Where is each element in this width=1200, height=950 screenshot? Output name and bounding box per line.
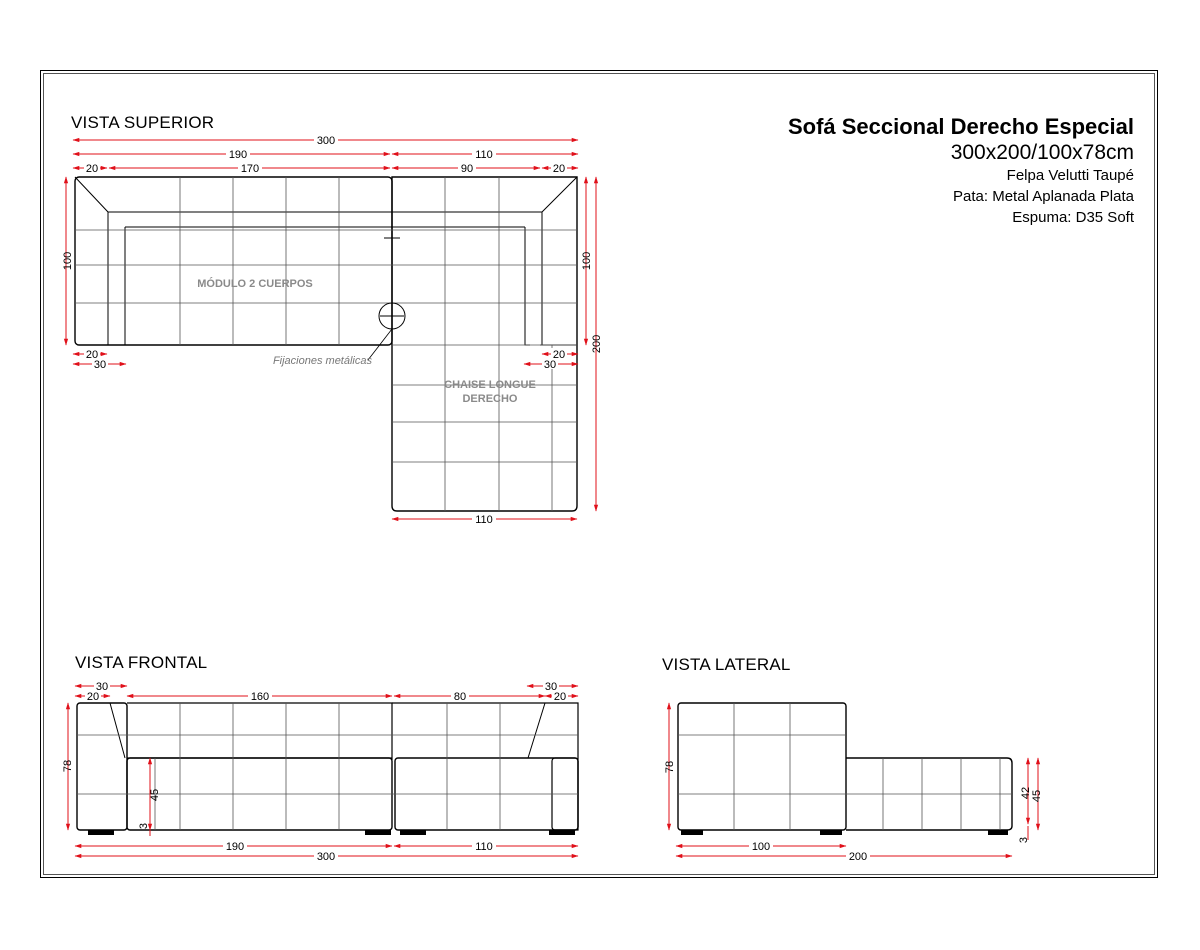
- chaise-outline: [391, 176, 578, 512]
- chaise-label-1: CHAISE LONGUE: [444, 379, 536, 391]
- dim-top-depth-left: 100: [62, 252, 74, 270]
- dim-top-total-depth: 200: [591, 335, 603, 353]
- dim-top-arm-left: 20: [86, 163, 98, 175]
- dim-side-45: 45: [1031, 790, 1043, 802]
- view-title-top: VISTA SUPERIOR: [71, 113, 215, 132]
- front-legs: [88, 830, 575, 835]
- dim-top-chaise-bottom: 110: [475, 514, 493, 526]
- dim-top-300: 300: [317, 135, 335, 147]
- title-block: Sofá Seccional Derecho Especial 300x200/…: [788, 113, 1134, 228]
- front-dimension-text: 30 20 160 80 30 20 78 45 3 190 110 300: [62, 680, 568, 863]
- top-dimension-text: 300 190 110 20 170 90 20 100 100 200 20 …: [62, 134, 603, 526]
- dim-front-300: 300: [317, 851, 335, 863]
- dim-front-right-20: 20: [554, 691, 566, 703]
- dim-top-190: 190: [229, 149, 247, 161]
- sheet-inner-border: [43, 73, 1155, 875]
- dim-top-bottom-back-left: 30: [94, 359, 106, 371]
- sheet-border: [40, 70, 1158, 878]
- dim-top-arm-right: 20: [553, 163, 565, 175]
- module-label: MÓDULO 2 CUERPOS: [197, 277, 313, 290]
- dim-front-seat-height: 45: [149, 789, 161, 801]
- dim-front-160: 160: [251, 691, 269, 703]
- dim-top-170: 170: [241, 163, 259, 175]
- dim-side-42: 42: [1020, 787, 1032, 799]
- dim-front-80: 80: [454, 691, 466, 703]
- dim-side-200: 200: [849, 851, 867, 863]
- dim-front-left-20: 20: [87, 691, 99, 703]
- dim-top-depth-right: 100: [581, 252, 593, 270]
- side-view: [677, 702, 1013, 835]
- side-legs: [681, 830, 1008, 835]
- dim-side-height: 78: [664, 761, 676, 773]
- view-title-side: VISTA LATERAL: [662, 655, 791, 674]
- dim-top-90: 90: [461, 163, 473, 175]
- dim-front-110: 110: [475, 841, 493, 853]
- view-title-front: VISTA FRONTAL: [75, 653, 208, 672]
- legs-spec: Pata: Metal Aplanada Plata: [953, 188, 1134, 205]
- top-view: [74, 176, 578, 512]
- side-dimension-lines: [666, 702, 1041, 859]
- module-outline: [74, 176, 393, 346]
- fixings-note: Fijaciones metálicas: [273, 355, 373, 367]
- dim-side-leg: 3: [1018, 837, 1030, 843]
- side-dimension-text: 78 42 45 3 100 200: [664, 761, 1043, 863]
- dim-top-bottom-back-right: 30: [544, 359, 556, 371]
- top-grid: [75, 177, 577, 511]
- fabric-spec: Felpa Velutti Taupé: [1006, 167, 1134, 184]
- product-name: Sofá Seccional Derecho Especial: [787, 114, 1134, 139]
- dim-side-100: 100: [752, 841, 770, 853]
- dim-top-110: 110: [475, 149, 493, 161]
- dim-front-leg: 3: [138, 823, 150, 829]
- dim-front-190: 190: [226, 841, 244, 853]
- backrest-inner-line: [108, 211, 543, 345]
- dim-front-height: 78: [62, 760, 74, 772]
- front-view: [76, 702, 579, 835]
- chaise-label-2: DERECHO: [462, 393, 517, 405]
- foam-spec: Espuma: D35 Soft: [1012, 209, 1134, 226]
- product-dimensions: 300x200/100x78cm: [950, 141, 1134, 164]
